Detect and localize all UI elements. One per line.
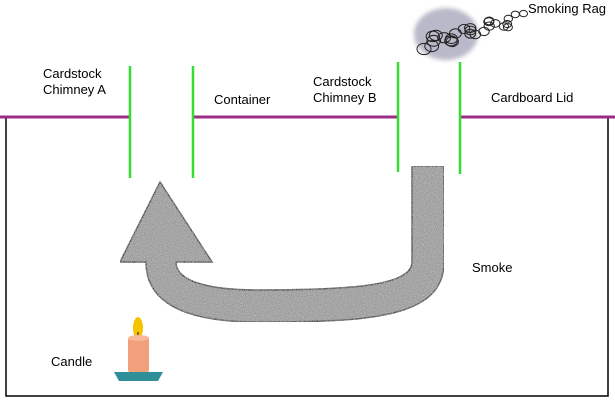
rag-coil bbox=[437, 32, 452, 44]
rag-coil bbox=[478, 26, 490, 37]
rag-coil bbox=[502, 20, 513, 28]
label-chimney-a: Cardstock Chimney A bbox=[43, 66, 106, 98]
rag-coil bbox=[416, 42, 432, 56]
rag-coil bbox=[444, 33, 458, 45]
label-chimney-a-line1: Cardstock bbox=[43, 66, 102, 81]
rag-coil bbox=[428, 29, 443, 42]
flame-icon bbox=[133, 317, 143, 339]
rag-coil bbox=[519, 9, 528, 18]
label-smoke-text: Smoke bbox=[472, 260, 513, 275]
chimney-b bbox=[396, 62, 462, 174]
rag-coil bbox=[464, 28, 477, 39]
rag-coil bbox=[426, 34, 442, 47]
label-smoking-rag-text: Smoking Rag bbox=[528, 1, 607, 16]
rag-coil bbox=[502, 23, 513, 32]
label-chimney-b-line2: Chimney B bbox=[313, 90, 377, 105]
rag-coils bbox=[416, 9, 528, 56]
label-container-text: Container bbox=[214, 92, 271, 107]
chimney-a bbox=[128, 66, 195, 178]
rag-coil bbox=[490, 19, 501, 28]
candle bbox=[114, 317, 163, 381]
label-candle-text: Candle bbox=[51, 354, 93, 369]
label-cardboard-lid: Cardboard Lid bbox=[491, 90, 573, 106]
label-cardboard-lid-text: Cardboard Lid bbox=[491, 90, 574, 105]
label-candle: Candle bbox=[51, 354, 92, 370]
smoking-rag bbox=[414, 8, 528, 60]
smoke-flow-arrow bbox=[118, 165, 445, 323]
candle-body bbox=[128, 338, 149, 372]
label-container: Container bbox=[214, 92, 270, 108]
label-smoke: Smoke bbox=[472, 260, 512, 276]
label-chimney-b-line1: Cardstock bbox=[313, 74, 372, 89]
rag-coil bbox=[510, 10, 520, 19]
rag-coil bbox=[483, 16, 495, 26]
candle-top bbox=[128, 335, 149, 341]
rag-coil bbox=[498, 22, 509, 31]
container-box bbox=[5, 117, 609, 397]
smoke-flow-path bbox=[118, 165, 445, 323]
rag-coil bbox=[424, 40, 440, 53]
rag-coil bbox=[483, 21, 495, 31]
label-chimney-b: Cardstock Chimney B bbox=[313, 74, 377, 106]
label-smoking-rag: Smoking Rag bbox=[528, 1, 606, 17]
label-chimney-a-line2: Chimney A bbox=[43, 82, 106, 97]
candle-dish bbox=[114, 372, 163, 381]
rag-smoke-cloud bbox=[414, 8, 478, 60]
rag-coil bbox=[503, 14, 513, 23]
